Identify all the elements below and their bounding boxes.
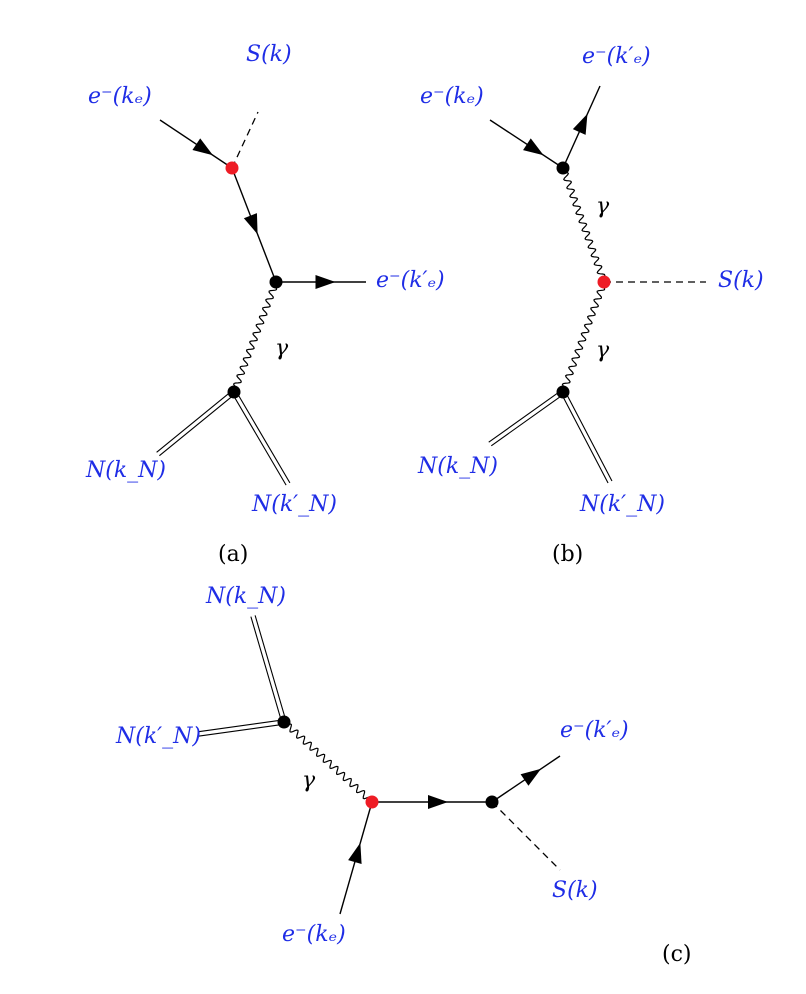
b-photon-lower-line <box>561 281 606 393</box>
c-vertex-nucleus <box>277 715 291 729</box>
a-nucleus-out-line <box>231 390 291 486</box>
b-arrow-electron-in <box>523 138 544 156</box>
c-label-nucleus-in: N(k_N) <box>206 584 286 609</box>
c-nucleus-out-line <box>197 719 285 737</box>
b-label-photon-lower: γ <box>596 338 610 363</box>
a-scalar-line <box>231 111 259 169</box>
b-label-scalar: S(k) <box>718 268 764 293</box>
a-vertex-nucleus <box>227 385 241 399</box>
c-label-electron-out: e⁻(k′ₑ) <box>560 718 629 743</box>
a-nucleus-in-line <box>156 389 236 457</box>
c-arrow-electron-out <box>520 768 542 786</box>
b-label-electron-out: e⁻(k′ₑ) <box>582 44 651 69</box>
b-vertex-new <box>597 275 611 289</box>
a-label-nucleus-out: N(k′_N) <box>252 492 337 517</box>
b-nucleus-out-line <box>560 390 613 484</box>
a-arrow-electron-in <box>192 138 213 156</box>
c-caption: (c) <box>662 942 692 967</box>
a-caption: (a) <box>218 542 249 567</box>
a-label-photon: γ <box>275 336 289 361</box>
c-label-nucleus-out: N(k′_N) <box>116 724 201 749</box>
a-arrow-propagator <box>243 213 258 235</box>
b-arrow-electron-out <box>572 113 588 135</box>
a-vertex-new <box>225 161 239 175</box>
panel-b <box>488 85 706 484</box>
b-electron-in-line <box>489 119 564 169</box>
a-label-electron-out: e⁻(k′ₑ) <box>376 268 445 293</box>
c-photon-line <box>282 721 372 805</box>
b-label-nucleus-in: N(k_N) <box>418 454 498 479</box>
a-label-nucleus-in: N(k_N) <box>86 458 166 483</box>
a-arrow-electron-out <box>315 275 336 289</box>
c-scalar-line <box>491 801 561 871</box>
c-label-scalar: S(k) <box>552 878 598 903</box>
b-label-nucleus-out: N(k′_N) <box>580 492 665 517</box>
c-label-electron-in: e⁻(kₑ) <box>282 922 346 947</box>
a-electron-in-line <box>159 119 233 169</box>
c-nucleus-in-line <box>250 615 287 723</box>
c-vertex-new <box>365 795 379 809</box>
b-vertex-nucleus <box>556 385 570 399</box>
a-vertex-qed <box>269 275 283 289</box>
b-nucleus-in-line <box>488 389 565 447</box>
c-label-photon: γ <box>302 768 316 793</box>
a-label-electron-in: e⁻(kₑ) <box>88 84 152 109</box>
b-photon-upper-line <box>559 167 606 283</box>
b-vertex-electron <box>556 161 570 175</box>
panel-a <box>156 111 366 486</box>
c-arrow-electron-in <box>348 842 362 864</box>
panel-c <box>197 615 561 915</box>
c-arrow-propagator <box>428 795 448 809</box>
b-label-electron-in: e⁻(kₑ) <box>420 84 484 109</box>
b-caption: (b) <box>552 542 584 567</box>
a-photon-line <box>232 281 278 393</box>
c-vertex-electron <box>485 795 499 809</box>
a-label-scalar: S(k) <box>246 42 292 67</box>
b-label-photon-upper: γ <box>596 194 610 219</box>
